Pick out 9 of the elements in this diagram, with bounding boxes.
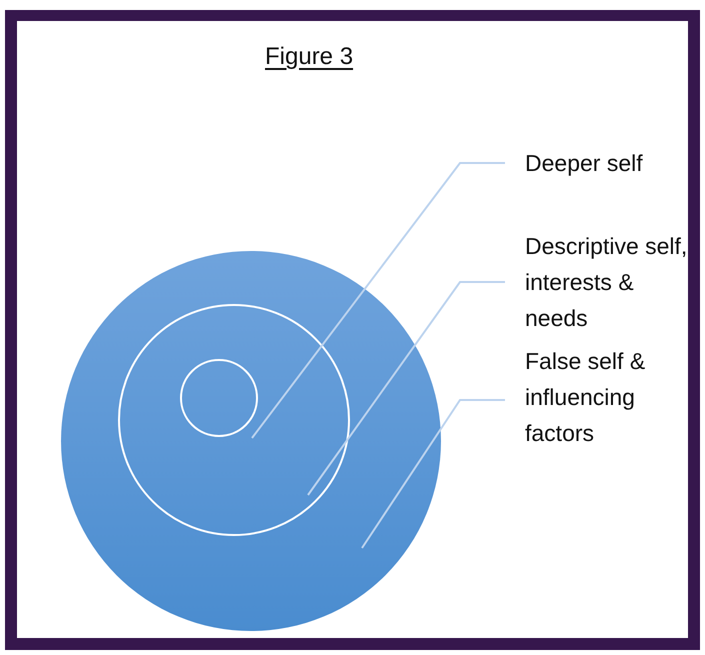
leader-line xyxy=(307,281,505,496)
label-text: Descriptive self, interests & needs xyxy=(525,228,700,336)
figure-title: Figure 3 xyxy=(265,43,354,71)
leader-line xyxy=(251,162,505,439)
leader-line xyxy=(361,399,505,549)
label-text: False self & influencing factors xyxy=(525,343,700,451)
label-text: Deeper self xyxy=(525,145,700,181)
middle-ring xyxy=(118,304,350,536)
inner-circle xyxy=(180,359,258,437)
